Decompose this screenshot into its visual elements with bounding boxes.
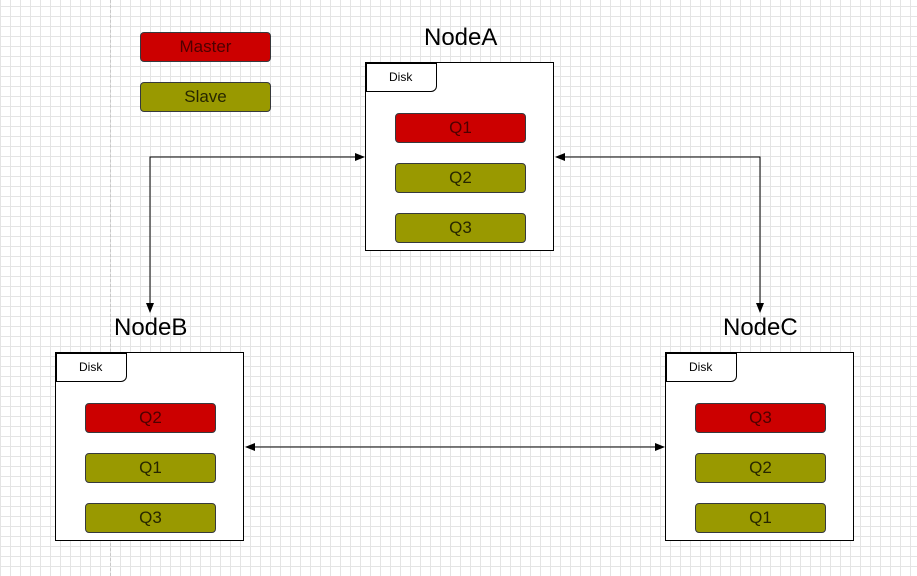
queue-item[interactable]: Q1 xyxy=(695,503,826,533)
page-divider xyxy=(110,0,111,576)
node-c[interactable]: Disk Q3 Q2 Q1 xyxy=(665,352,854,541)
queue-item[interactable]: Q1 xyxy=(395,113,526,143)
queue-item[interactable]: Q2 xyxy=(395,163,526,193)
queue-item[interactable]: Q3 xyxy=(695,403,826,433)
legend-master[interactable]: Master xyxy=(140,32,271,62)
node-a[interactable]: Disk Q1 Q2 Q3 xyxy=(365,62,554,251)
node-b[interactable]: Disk Q2 Q1 Q3 xyxy=(55,352,244,541)
queue-item[interactable]: Q1 xyxy=(85,453,216,483)
connector-nodea-nodeb xyxy=(146,153,365,313)
disk-tab[interactable]: Disk xyxy=(56,353,127,382)
queue-item[interactable]: Q3 xyxy=(395,213,526,243)
disk-tab[interactable]: Disk xyxy=(366,63,437,92)
queue-item[interactable]: Q3 xyxy=(85,503,216,533)
node-title-nodec: NodeC xyxy=(723,314,798,341)
node-title-nodea: NodeA xyxy=(424,24,498,51)
node-title-nodeb: NodeB xyxy=(114,314,188,341)
queue-item[interactable]: Q2 xyxy=(85,403,216,433)
disk-tab[interactable]: Disk xyxy=(666,353,737,382)
legend-slave[interactable]: Slave xyxy=(140,82,271,112)
connector-nodea-nodec xyxy=(555,153,764,313)
queue-item[interactable]: Q2 xyxy=(695,453,826,483)
